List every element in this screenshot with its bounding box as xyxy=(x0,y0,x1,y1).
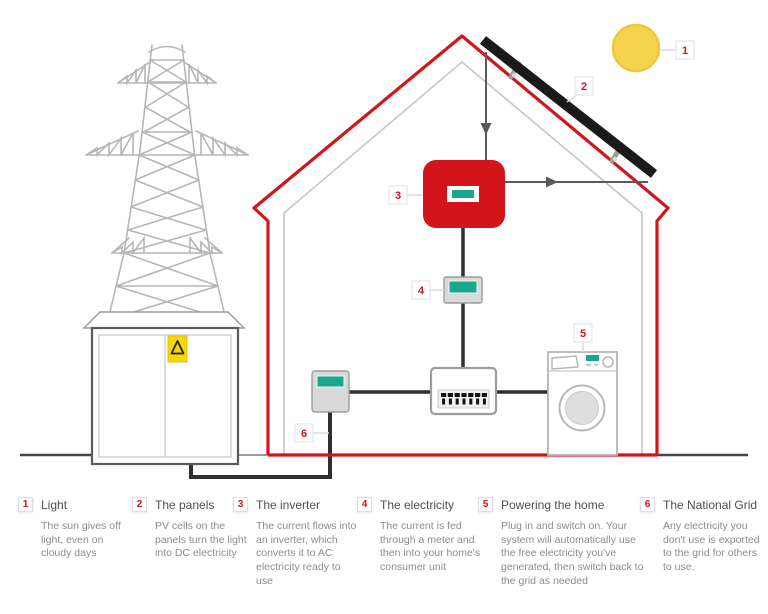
marker-3-inverter: 3 xyxy=(388,185,423,205)
step-4-electricity: 4 The electricity The current is fed thr… xyxy=(357,497,486,575)
step-4-title: The electricity xyxy=(380,498,455,512)
step-2-body: PV cells on the panels turn the light in… xyxy=(155,520,247,560)
step-3-inverter: 3 The inverter The current flows into an… xyxy=(233,497,358,588)
step-4-badge: 4 xyxy=(357,497,372,512)
step-4-number: 4 xyxy=(361,499,368,510)
svg-text:6: 6 xyxy=(301,428,307,440)
warning-sticker-icon xyxy=(167,335,188,363)
sun-icon xyxy=(611,23,661,73)
marker-5-appliance: 5 xyxy=(573,323,593,352)
svg-text:3: 3 xyxy=(395,190,401,202)
svg-text:4: 4 xyxy=(418,285,425,297)
marker-1-sun: 1 xyxy=(659,40,695,60)
pylon-icon xyxy=(85,44,249,321)
energy-flow-arrows xyxy=(480,52,648,188)
step-1-badge: 1 xyxy=(18,497,33,512)
marker-6-grid: 6 xyxy=(294,423,329,443)
step-1-number: 1 xyxy=(22,499,29,510)
step-1-title: Light xyxy=(41,498,68,512)
svg-text:1: 1 xyxy=(682,45,688,57)
step-3-body: The current flows into an inverter, whic… xyxy=(256,520,357,587)
export-meter-icon xyxy=(311,370,350,413)
marker-4-meter: 4 xyxy=(411,280,444,300)
diagram-markers: 1 2 3 4 5 6 xyxy=(294,40,695,443)
step-6-badge: 6 xyxy=(640,497,655,512)
step-2-badge: 2 xyxy=(132,497,147,512)
step-5-body: Plug in and switch on. Your system will … xyxy=(501,520,644,587)
step-2-title: The panels xyxy=(155,498,215,512)
step-3-badge: 3 xyxy=(233,497,248,512)
grid-export-cable xyxy=(189,412,332,479)
step-4-body: The current is fed through a meter and t… xyxy=(380,520,481,573)
marker-2-panels: 2 xyxy=(566,76,594,103)
washing-machine-icon xyxy=(547,351,618,456)
step-2-number: 2 xyxy=(136,499,143,510)
step-2-panels: 2 The panels PV cells on the panels turn… xyxy=(132,497,247,561)
step-1-body: The sun gives off light, even on cloudy … xyxy=(41,520,121,560)
diagram: 1 2 3 4 5 6 xyxy=(20,23,748,479)
step-5-number: 5 xyxy=(482,499,489,510)
step-5-title: Powering the home xyxy=(501,498,605,512)
step-6-national-grid: 6 The National Grid Any electricity you … xyxy=(640,497,765,575)
step-5-powering-home: 5 Powering the home Plug in and switch o… xyxy=(478,497,653,588)
step-5-badge: 5 xyxy=(478,497,493,512)
svg-text:5: 5 xyxy=(580,328,586,340)
generation-meter-icon xyxy=(443,276,483,304)
substation-transformer xyxy=(82,311,246,466)
step-3-title: The inverter xyxy=(256,498,321,512)
step-6-number: 6 xyxy=(644,499,651,510)
step-1-light: 1 Light The sun gives off light, even on… xyxy=(18,497,129,561)
house-wiring xyxy=(348,226,549,394)
consumer-unit-icon xyxy=(429,366,498,416)
svg-text:2: 2 xyxy=(581,81,587,93)
step-3-number: 3 xyxy=(237,499,244,510)
step-6-body: Any electricity you don't use is exporte… xyxy=(663,520,760,573)
solar-panel-icon xyxy=(479,36,658,178)
step-6-title: The National Grid xyxy=(663,498,758,512)
inverter-icon xyxy=(423,160,505,228)
